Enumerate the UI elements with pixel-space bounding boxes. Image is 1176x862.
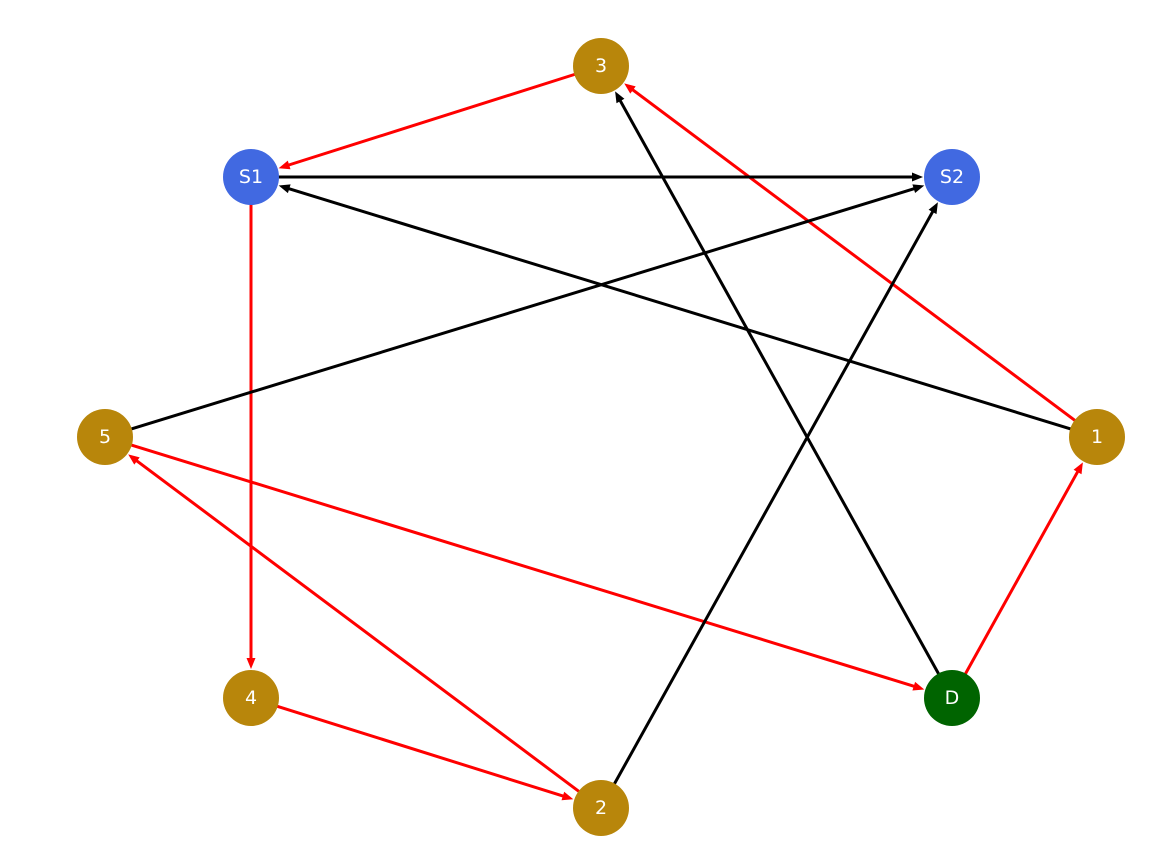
edge-4-to-2 xyxy=(276,704,574,801)
arrow-head-icon xyxy=(912,172,923,182)
edge-line xyxy=(617,97,940,675)
node-label: 1 xyxy=(1091,426,1103,448)
edge-line xyxy=(130,186,918,431)
edge-line xyxy=(285,73,576,167)
node-label: 5 xyxy=(99,426,111,448)
arrow-head-icon xyxy=(246,658,256,669)
node-s2: S2 xyxy=(924,149,980,205)
node-circle xyxy=(223,149,279,205)
edge-D-to-1 xyxy=(964,462,1083,675)
node-label: S1 xyxy=(239,166,263,188)
arrow-head-icon xyxy=(615,91,625,104)
edge-2-to-S2 xyxy=(613,202,938,785)
arrow-head-icon xyxy=(561,791,574,801)
node-circle xyxy=(77,409,133,465)
node-2: 2 xyxy=(573,780,629,836)
edge-S1-to-S2 xyxy=(277,172,923,182)
node-label: 2 xyxy=(595,797,607,819)
arrow-head-icon xyxy=(128,454,140,465)
node-label: 4 xyxy=(245,687,257,709)
node-label: D xyxy=(945,687,960,709)
edge-line xyxy=(133,458,581,793)
edge-line xyxy=(629,87,1077,422)
edge-line xyxy=(964,468,1080,675)
arrow-head-icon xyxy=(912,681,925,691)
nodes-layer: S1 S2 3 1 5 4 2 D xyxy=(77,38,1125,836)
node-circle xyxy=(223,670,279,726)
node-circle xyxy=(573,38,629,94)
node-s1: S1 xyxy=(223,149,279,205)
edge-line xyxy=(130,443,918,689)
node-label: S2 xyxy=(940,166,964,188)
arrow-head-icon xyxy=(278,160,291,170)
edge-line xyxy=(613,208,935,785)
arrow-head-icon xyxy=(278,184,291,194)
edge-1-to-3 xyxy=(624,83,1077,422)
node-label: 3 xyxy=(595,55,607,77)
node-d: D xyxy=(924,670,980,726)
arrow-head-icon xyxy=(1073,462,1083,475)
arrow-head-icon xyxy=(624,83,636,94)
node-circle xyxy=(1069,409,1125,465)
arrow-head-icon xyxy=(912,184,925,193)
edge-D-to-3 xyxy=(615,91,940,675)
edge-1-to-S1 xyxy=(278,184,1072,431)
node-circle xyxy=(573,780,629,836)
node-circle xyxy=(924,670,980,726)
edge-5-to-D xyxy=(130,443,925,691)
edge-line xyxy=(285,186,1072,431)
edge-S1-to-4 xyxy=(246,203,256,669)
edge-line xyxy=(276,704,567,799)
node-1: 1 xyxy=(1069,409,1125,465)
node-5: 5 xyxy=(77,409,133,465)
edges-layer xyxy=(128,73,1083,801)
arrow-head-icon xyxy=(928,202,938,215)
edge-3-to-S1 xyxy=(278,73,576,170)
node-3: 3 xyxy=(573,38,629,94)
node-circle xyxy=(924,149,980,205)
edge-2-to-5 xyxy=(128,454,581,793)
node-4: 4 xyxy=(223,670,279,726)
edge-5-to-S2 xyxy=(130,184,925,431)
